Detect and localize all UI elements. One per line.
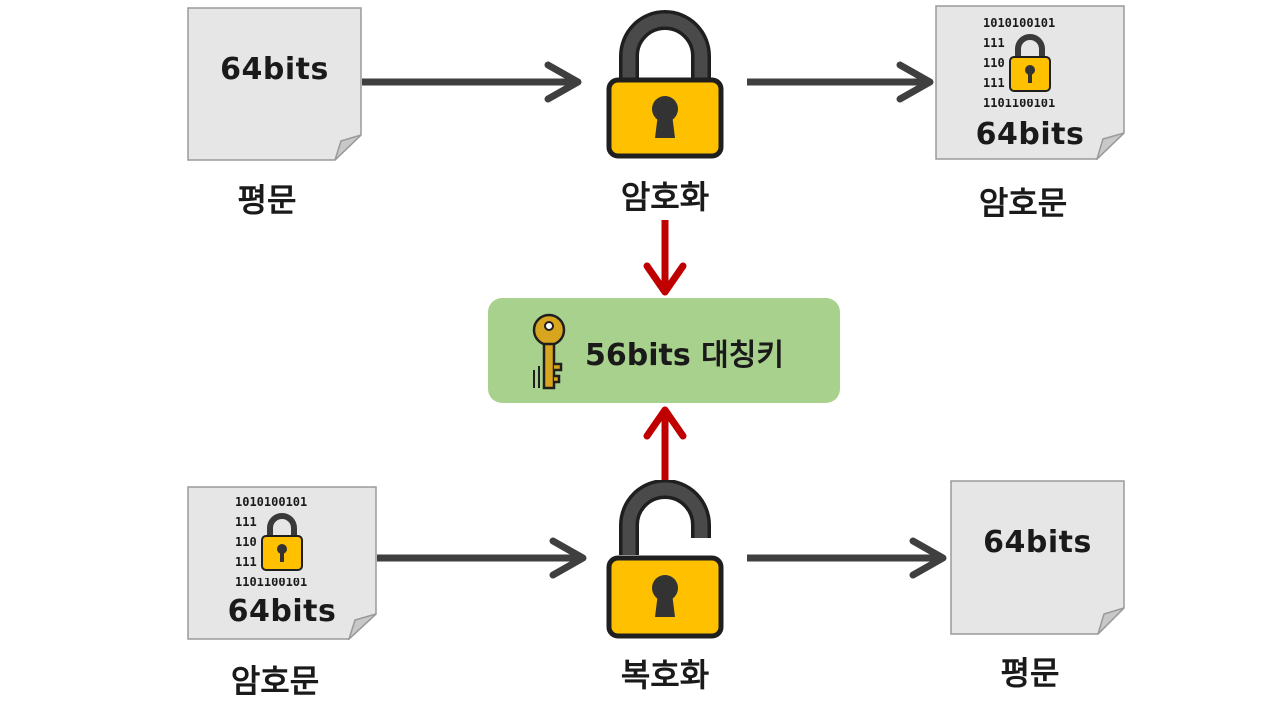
document-icon — [950, 480, 1125, 635]
document-icon — [187, 7, 362, 161]
arrow-right-icon — [747, 537, 947, 579]
plaintext-label-top: 평문 — [237, 181, 297, 219]
arrow-right-icon — [362, 61, 582, 103]
arrow-right-icon — [747, 61, 934, 103]
svg-text:1101100101: 1101100101 — [235, 575, 307, 589]
svg-text:1010100101: 1010100101 — [235, 495, 307, 509]
open-lock-icon — [606, 480, 724, 639]
ciphertext-bits: 64bits — [975, 117, 1085, 152]
plaintext-label-bottom: 평문 — [1000, 654, 1060, 692]
ciphertext-label-top: 암호문 — [978, 184, 1068, 222]
svg-text:1010100101: 1010100101 — [983, 16, 1055, 30]
ciphertext-document-bottom: 1010100101 1110100110 1100101010 1110101… — [187, 486, 377, 640]
key-icon — [532, 313, 566, 390]
plaintext-document-bottom: 64bits — [950, 480, 1125, 635]
plaintext-bits: 64bits — [220, 52, 329, 87]
arrow-down-icon — [643, 220, 687, 296]
encrypted-document-icon: 1010100101 1110100110 1100101010 1110101… — [935, 5, 1125, 160]
encrypted-document-icon: 1010100101 1110100110 1100101010 1110101… — [187, 486, 377, 640]
arrow-right-icon — [377, 537, 587, 579]
ciphertext-document-top: 1010100101 1110100110 1100101010 1110101… — [935, 5, 1125, 160]
ciphertext-bits-bottom: 64bits — [227, 594, 337, 629]
symmetric-key-text: 56bits 대칭키 — [585, 338, 784, 373]
decrypt-label: 복호화 — [620, 656, 710, 694]
arrow-up-icon — [643, 406, 687, 482]
closed-lock-icon — [606, 10, 724, 159]
plaintext-document-top: 64bits — [187, 7, 362, 161]
plaintext-bits-bottom: 64bits — [983, 525, 1092, 560]
ciphertext-label-bottom: 암호문 — [230, 662, 320, 700]
encrypt-label: 암호화 — [620, 178, 710, 216]
svg-text:1101100101: 1101100101 — [983, 96, 1055, 110]
